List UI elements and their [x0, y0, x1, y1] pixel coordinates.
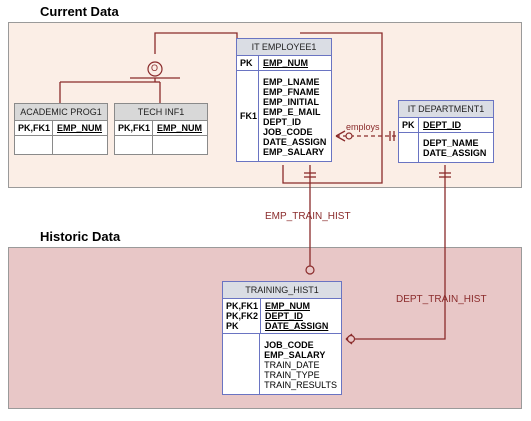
entity-it-department[interactable]: IT DEPARTMENT1 PK DEPT_ID DEPT_NAME DATE… — [398, 100, 494, 163]
entity-title: TRAINING_HIST1 — [223, 282, 341, 299]
entity-training-hist[interactable]: TRAINING_HIST1 PK,FK1 PK,FK2 PK EMP_NUM … — [222, 281, 342, 395]
pk-label: PK — [399, 118, 419, 132]
pk-attribute: DEPT_ID — [265, 311, 304, 321]
pk-label: PK — [237, 56, 259, 70]
attribute-list: DEPT_NAME DATE_ASSIGN — [419, 133, 490, 162]
key-label: PK,FK1 — [115, 121, 153, 135]
key-label: PK,FK1 — [226, 301, 259, 311]
subtype-circle — [147, 61, 163, 77]
attribute: EMP_SALARY — [264, 350, 326, 360]
pk-attribute: EMP_NUM — [157, 123, 203, 133]
employee-loop-line — [282, 32, 383, 184]
empty-key-cell — [399, 133, 419, 162]
attribute: JOB_CODE — [264, 340, 314, 350]
attribute: TRAIN_RESULTS — [264, 380, 337, 390]
current-data-title: Current Data — [40, 4, 119, 19]
relationship-label-employs: employs — [346, 122, 380, 132]
attribute: DATE_ASSIGN — [263, 137, 327, 147]
attribute: EMP_SALARY — [263, 147, 325, 157]
attribute: EMP_FNAME — [263, 87, 320, 97]
attribute: EMP_INITIAL — [263, 97, 320, 107]
attribute: DATE_ASSIGN — [423, 148, 487, 158]
entity-title: IT DEPARTMENT1 — [399, 101, 493, 118]
attribute: EMP_E_MAIL — [263, 107, 321, 117]
subtype-connector-line — [154, 32, 238, 54]
attribute-list: EMP_LNAME EMP_FNAME EMP_INITIAL EMP_E_MA… — [259, 71, 330, 161]
entity-academic-prog[interactable]: ACADEMIC PROG1 PK,FK1 EMP_NUM — [14, 103, 108, 155]
attribute: DEPT_NAME — [423, 138, 479, 148]
key-label: PK,FK1 — [15, 121, 53, 135]
pk-attribute: DATE_ASSIGN — [265, 321, 329, 331]
relationship-label-dept-train-hist: DEPT_TRAIN_HIST — [396, 294, 487, 305]
subtype-symbol: O — [151, 63, 159, 73]
pk-attribute: EMP_NUM — [263, 58, 309, 68]
historic-data-title: Historic Data — [40, 229, 121, 244]
key-label: PK — [226, 321, 239, 331]
empty-attr-cell — [53, 136, 61, 154]
fk-label: FK1 — [237, 71, 259, 161]
entity-tech-inf[interactable]: TECH INF1 PK,FK1 EMP_NUM — [114, 103, 208, 155]
entity-title: IT EMPLOYEE1 — [237, 39, 331, 56]
key-attribute-list: EMP_NUM DEPT_ID DATE_ASSIGN — [261, 299, 332, 333]
entity-title: ACADEMIC PROG1 — [15, 104, 107, 121]
attribute-list: JOB_CODE EMP_SALARY TRAIN_DATE TRAIN_TYP… — [260, 334, 341, 394]
attribute: JOB_CODE — [263, 127, 313, 137]
attribute: EMP_LNAME — [263, 77, 320, 87]
attribute: DEPT_ID — [263, 117, 302, 127]
empty-key-cell — [115, 136, 153, 154]
fk-label-text: FK1 — [240, 111, 258, 121]
pk-attribute: EMP_NUM — [265, 301, 311, 311]
key-label-list: PK,FK1 PK,FK2 PK — [223, 299, 261, 333]
entity-it-employee[interactable]: IT EMPLOYEE1 PK EMP_NUM FK1 EMP_LNAME EM… — [236, 38, 332, 162]
pk-attribute: DEPT_ID — [423, 120, 462, 130]
attribute: TRAIN_DATE — [264, 360, 320, 370]
dept-train-hist-line — [346, 165, 446, 340]
empty-key-cell — [15, 136, 53, 154]
attribute: TRAIN_TYPE — [264, 370, 320, 380]
empty-attr-cell — [153, 136, 161, 154]
relationship-label-emp-train-hist: EMP_TRAIN_HIST — [265, 211, 351, 222]
entity-title: TECH INF1 — [115, 104, 207, 121]
key-label: PK,FK2 — [226, 311, 259, 321]
empty-key-cell — [223, 334, 261, 394]
pk-attribute: EMP_NUM — [57, 123, 103, 133]
